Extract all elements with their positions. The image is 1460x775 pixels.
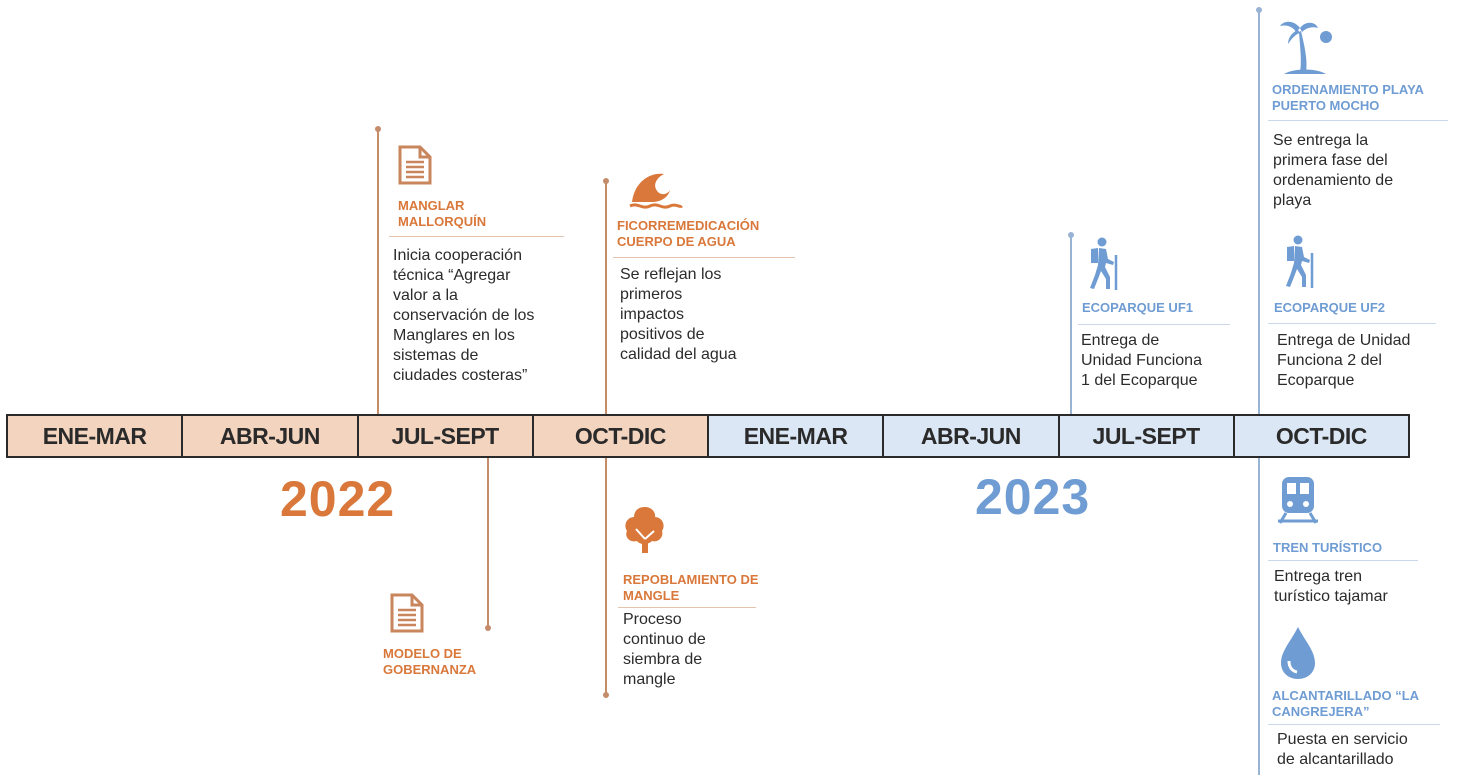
event-description: Inicia cooperación técnica “Agregar valo… (393, 246, 534, 386)
event-title: MODELO DE GOBERNANZA (383, 646, 477, 677)
event-description: Entrega de Unidad Funciona 1 del Ecoparq… (1081, 331, 1202, 391)
event-description: Entrega de Unidad Funciona 2 del Ecoparq… (1277, 331, 1410, 391)
quarter-cell: JUL-SEPT (358, 416, 534, 456)
desc-line: primeros (620, 286, 683, 303)
tree-icon (622, 505, 668, 560)
desc-line: continuo de (623, 631, 706, 648)
quarter-cell: ENE-MAR (709, 416, 885, 456)
desc-line: calidad del agua (620, 346, 737, 363)
connector-dot (1068, 232, 1074, 238)
quarter-cell: ABR-JUN (884, 416, 1060, 456)
desc-line: técnica “Agregar (393, 267, 511, 284)
desc-line: Entrega tren (1274, 568, 1363, 585)
timeline-bar: ENE-MAR ABR-JUN JUL-SEPT OCT-DIC ENE-MAR… (6, 414, 1410, 458)
year-2023: 2023 (975, 469, 1091, 525)
desc-line: playa (1273, 192, 1312, 209)
divider (389, 236, 564, 237)
desc-line: Proceso (623, 611, 682, 628)
event-title: ORDENAMIENTO PLAYA PUERTO MOCHO (1272, 82, 1424, 113)
desc-line: Entrega de Unidad (1277, 332, 1411, 349)
desc-line: positivos de (620, 326, 705, 343)
desc-line: Puesta en servicio (1277, 731, 1408, 748)
desc-line: valor a la (393, 287, 458, 304)
connector-dot (485, 625, 491, 631)
event-title: ALCANTARILLADO “LA CANGREJERA” (1272, 688, 1419, 719)
connector-ecoparque1 (1070, 236, 1072, 414)
divider (613, 257, 795, 258)
year-2022: 2022 (280, 471, 396, 527)
event-description: Se reflejan los primeros impactos positi… (620, 265, 737, 365)
quarter-cell: OCT-DIC (1234, 416, 1408, 456)
desc-line: primera fase del (1273, 152, 1388, 169)
connector-oct-dic-2023 (1258, 10, 1260, 775)
desc-line: mangle (623, 671, 676, 688)
divider (1268, 560, 1418, 561)
document-icon (390, 593, 424, 638)
desc-line: Se reflejan los (620, 266, 722, 283)
event-title: TREN TURÍSTICO (1273, 540, 1383, 555)
desc-line: turístico tajamar (1274, 588, 1388, 605)
desc-line: impactos (620, 306, 685, 323)
desc-line: Manglares en los (393, 327, 515, 344)
desc-line: de alcantarillado (1277, 751, 1394, 768)
event-title: REPOBLAMIENTO DE MANGLE (623, 572, 759, 603)
event-description: Puesta en servicio de alcantarillado (1277, 730, 1408, 770)
quarter-cell: OCT-DIC (533, 416, 709, 456)
desc-line: Ecoparque (1277, 372, 1355, 389)
palm-tree-icon (1280, 18, 1336, 81)
event-title: MANGLAR MALLORQUÍN (398, 198, 487, 229)
divider (1268, 724, 1440, 725)
event-title: FICORREMEDICACIÓN CUERPO DE AGUA (617, 218, 760, 249)
event-description: Se entrega la primera fase del ordenamie… (1273, 131, 1393, 211)
connector-modelo (487, 458, 489, 628)
quarter-cell: ABR-JUN (183, 416, 359, 456)
desc-line: Inicia cooperación (393, 247, 522, 264)
desc-line: conservación de los (393, 307, 535, 324)
desc-line: Unidad Funciona (1081, 352, 1202, 369)
desc-line: ciudades costeras” (393, 367, 528, 384)
connector-dot (1256, 7, 1262, 13)
connector-manglar (377, 130, 379, 414)
divider (1268, 120, 1448, 121)
hiker-icon (1282, 235, 1318, 294)
connector-dot (603, 178, 609, 184)
desc-line: ordenamiento de (1273, 172, 1394, 189)
quarter-cell: ENE-MAR (8, 416, 184, 456)
desc-line: Funciona 2 del (1277, 352, 1382, 369)
hiker-icon (1086, 237, 1122, 296)
connector-dot (375, 126, 381, 132)
connector-dot (603, 692, 609, 698)
water-drop-icon (1279, 625, 1317, 686)
train-icon (1276, 475, 1320, 530)
document-icon (398, 145, 432, 190)
desc-line: Se entrega la (1273, 132, 1369, 149)
desc-line: siembra de (623, 651, 703, 668)
event-title: ECOPARQUE UF1 (1082, 300, 1193, 315)
wave-icon (628, 168, 684, 215)
desc-line: Entrega de (1081, 332, 1160, 349)
event-title: ECOPARQUE UF2 (1274, 300, 1385, 315)
quarter-cell: JUL-SEPT (1059, 416, 1235, 456)
divider (1268, 323, 1436, 324)
event-description: Entrega tren turístico tajamar (1274, 567, 1388, 607)
event-description: Proceso continuo de siembra de mangle (623, 610, 706, 690)
desc-line: sistemas de (393, 347, 479, 364)
divider (618, 607, 756, 608)
desc-line: 1 del Ecoparque (1081, 372, 1198, 389)
divider (1078, 324, 1230, 325)
